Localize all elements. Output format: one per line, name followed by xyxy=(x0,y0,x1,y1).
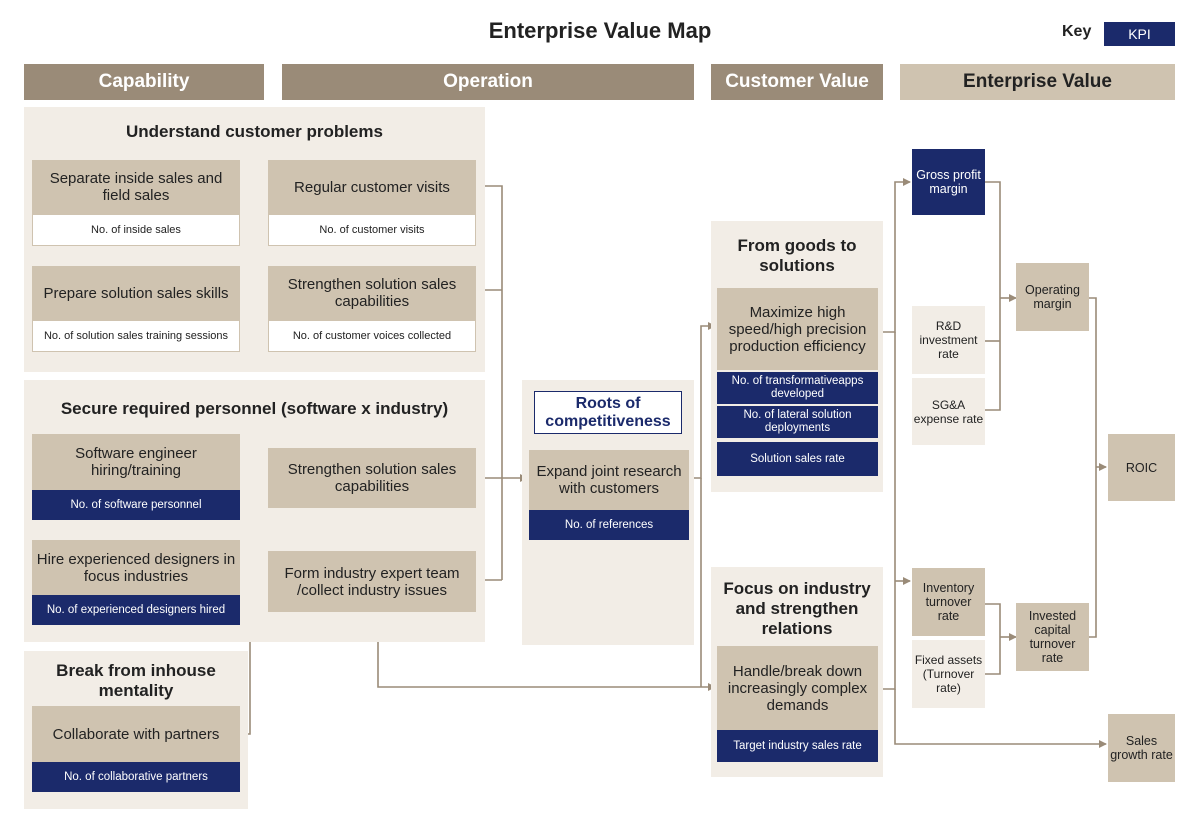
handle-demands-box: Handle/break down increasingly complex d… xyxy=(717,646,878,730)
software-personnel-kpi: No. of software personnel xyxy=(32,490,240,520)
operating-margin-box: Operating margin xyxy=(1016,263,1089,331)
separate-sales-metric: No. of inside sales xyxy=(32,214,240,246)
separate-sales-box: Separate inside sales and field sales xyxy=(32,160,240,214)
strengthen-solution-box-1: Strengthen solution sales capabilities xyxy=(268,266,476,320)
lateral-deployments-kpi: No. of lateral solution deployments xyxy=(717,406,878,438)
collaborative-partners-kpi: No. of collaborative partners xyxy=(32,762,240,792)
gross-profit-margin-kpi: Gross profit margin xyxy=(912,149,985,215)
focus-industry-title: Focus on industry and strengthen relatio… xyxy=(723,579,871,638)
key-label: Key xyxy=(1062,23,1092,40)
hire-designers-box: Hire experienced designers in focus indu… xyxy=(32,540,240,595)
roots-of-competitiveness-label: Roots of competitiveness xyxy=(534,391,682,434)
prepare-skills-box: Prepare solution sales skills xyxy=(32,266,240,320)
header-operation: Operation xyxy=(282,64,694,100)
references-kpi: No. of references xyxy=(529,510,689,540)
header-capability: Capability xyxy=(24,64,264,100)
inventory-turnover-box: Inventory turnover rate xyxy=(912,568,985,636)
sales-growth-rate-box: Sales growth rate xyxy=(1108,714,1175,782)
joint-research-box: Expand joint research with customers xyxy=(529,450,689,510)
prepare-skills-metric: No. of solution sales training sessions xyxy=(32,320,240,352)
industry-expert-team-box: Form industry expert team /collect indus… xyxy=(268,551,476,612)
key-kpi-swatch: KPI xyxy=(1104,22,1175,46)
target-industry-sales-kpi: Target industry sales rate xyxy=(717,730,878,762)
roic-box: ROIC xyxy=(1108,434,1175,501)
solution-sales-rate-kpi: Solution sales rate xyxy=(717,442,878,476)
customer-visits-metric: No. of customer visits xyxy=(268,214,476,246)
sga-expense-rate: SG&A expense rate xyxy=(912,378,985,445)
header-customer-value: Customer Value xyxy=(711,64,883,100)
customer-voices-metric: No. of customer voices collected xyxy=(268,320,476,352)
header-enterprise-value: Enterprise Value xyxy=(900,64,1175,100)
collaborate-partners-box: Collaborate with partners xyxy=(32,706,240,762)
panel-secure-title: Secure required personnel (software x in… xyxy=(60,399,449,418)
strengthen-solution-box-2: Strengthen solution sales capabilities xyxy=(268,448,476,508)
customer-visits-box: Regular customer visits xyxy=(268,160,476,214)
software-engineer-box: Software engineer hiring/training xyxy=(32,434,240,490)
goods-to-solutions-title: From goods to solutions xyxy=(737,236,857,275)
invested-capital-turnover-box: Invested capital turnover rate xyxy=(1016,603,1089,671)
fixed-assets-turnover: Fixed assets (Turnover rate) xyxy=(912,640,985,708)
panel-break-title: Break from inhouse mentality xyxy=(56,661,216,700)
rd-investment-rate: R&D investment rate xyxy=(912,306,985,374)
transformative-apps-kpi: No. of transformativeapps developed xyxy=(717,372,878,404)
page-title: Enterprise Value Map xyxy=(488,18,712,43)
panel-understand-title: Understand customer problems xyxy=(126,122,383,141)
maximize-efficiency-box: Maximize high speed/high precision produ… xyxy=(717,288,878,370)
designers-hired-kpi: No. of experienced designers hired xyxy=(32,595,240,625)
